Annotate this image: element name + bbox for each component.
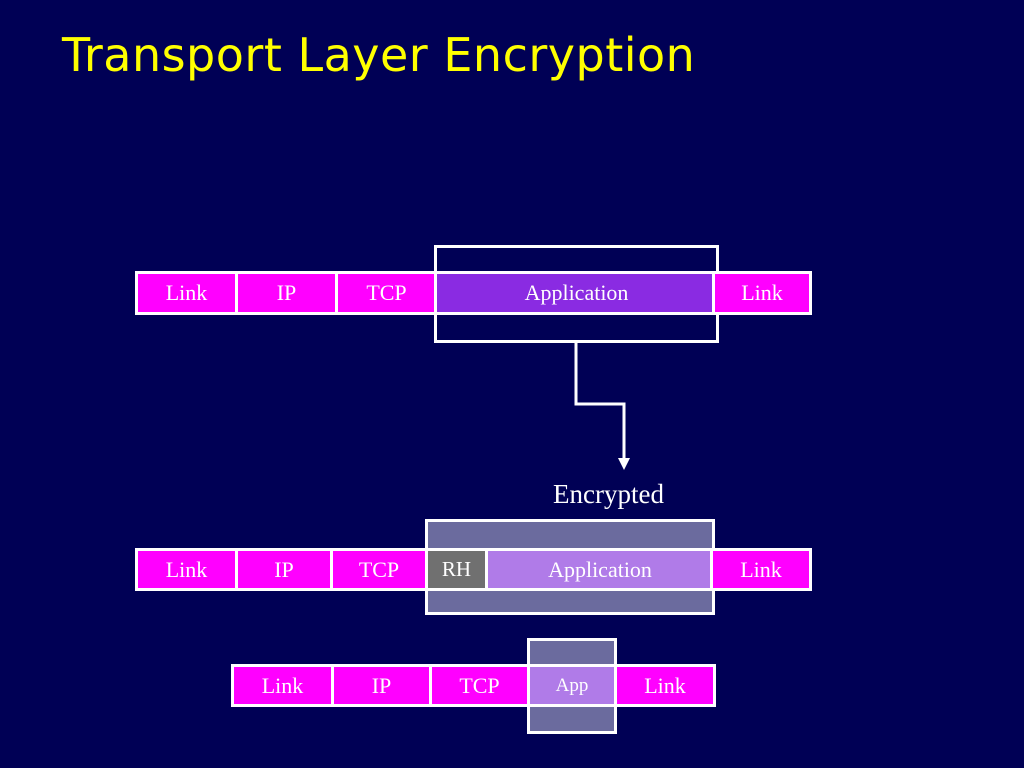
tcp-header-cell: TCP [330, 548, 428, 591]
link-header-cell: Link [135, 548, 238, 591]
link-trailer-cell: Link [710, 548, 812, 591]
ip-header-cell: IP [235, 548, 333, 591]
ip-header-cell: IP [235, 271, 338, 315]
link-header-cell: Link [135, 271, 238, 315]
page-title: Transport Layer Encryption [62, 28, 696, 82]
link-header-cell: Link [231, 664, 334, 707]
application-data-cell: App [527, 664, 617, 707]
link-trailer-cell: Link [614, 664, 716, 707]
application-data-cell: Application [485, 548, 715, 591]
ip-header-cell: IP [331, 664, 432, 707]
link-trailer-cell: Link [712, 271, 812, 315]
application-data-cell: Application [434, 271, 719, 315]
tcp-header-cell: TCP [335, 271, 438, 315]
encrypted-label: Encrypted [553, 479, 664, 509]
record-header-cell: RH [425, 548, 488, 591]
tcp-header-cell: TCP [429, 664, 530, 707]
